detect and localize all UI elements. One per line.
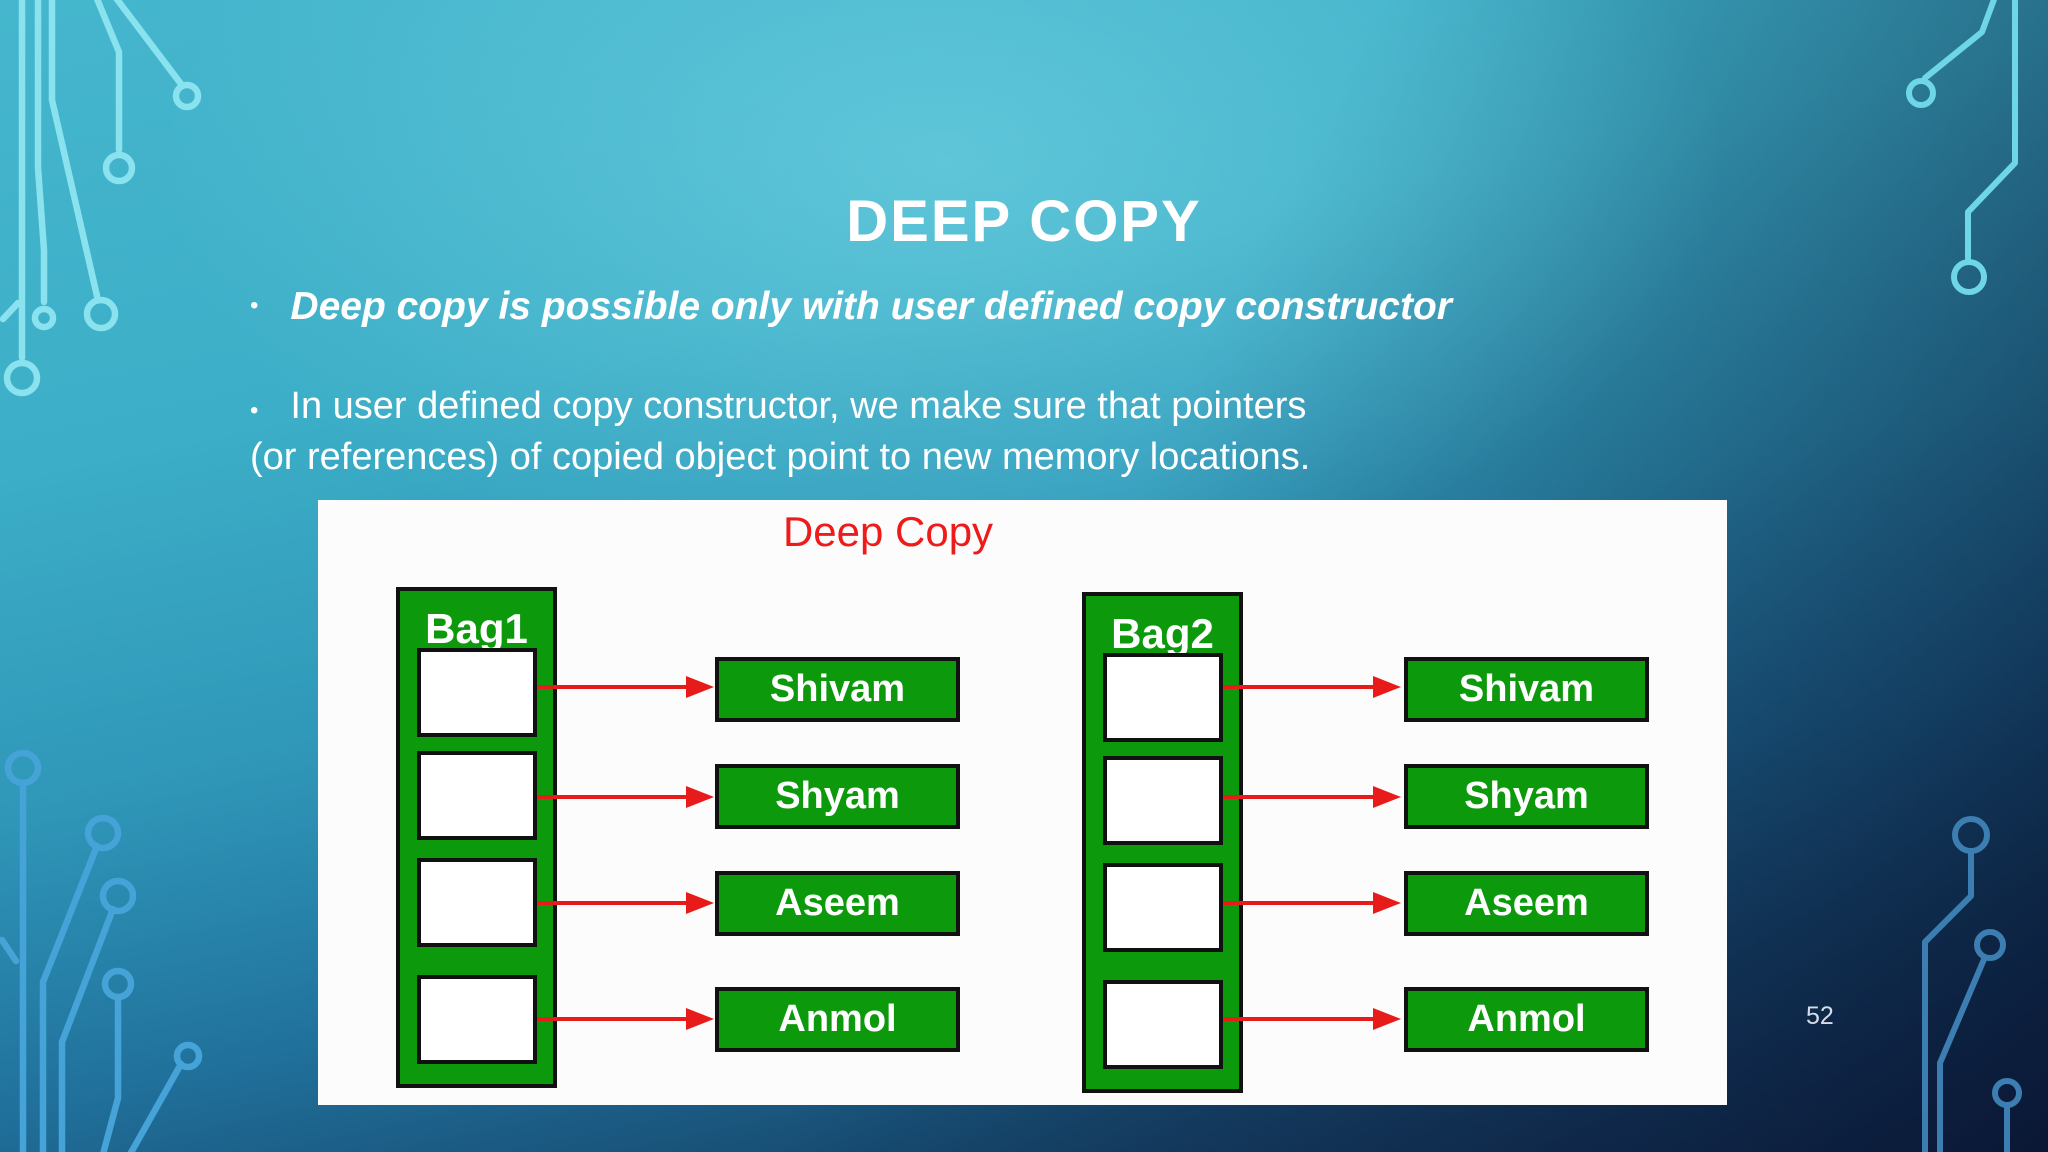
bag1-label: Bag1 <box>425 605 528 652</box>
bullet-2-text-line-1: In user defined copy constructor, we mak… <box>290 385 1307 427</box>
pointer-arrow <box>1223 676 1401 698</box>
pointer-arrow <box>537 892 714 914</box>
bag1-pointer-slot <box>417 858 537 947</box>
bag2-container: Bag2 <box>1082 592 1243 1093</box>
pointer-arrow <box>537 786 714 808</box>
bag1-pointer-slot <box>417 975 537 1064</box>
page-number: 52 <box>1806 1002 1834 1030</box>
pointer-arrows <box>537 676 1401 1030</box>
diagram-panel: Deep Copy Bag1 Bag2 <box>318 500 1727 1105</box>
diagram-title: Deep Copy <box>782 508 994 555</box>
slide-title: DEEP COPY <box>846 189 1202 254</box>
bullet-2-text-line-2: (or references) of copied object point t… <box>250 436 1311 478</box>
pointer-arrow <box>1223 892 1401 914</box>
pointer-arrow <box>1223 786 1401 808</box>
target-box: Shyam <box>1404 764 1649 829</box>
bullet-item-2: • In user defined copy constructor, we ma… <box>250 383 1310 481</box>
target-box: Anmol <box>1404 987 1649 1052</box>
target-box: Anmol <box>715 987 960 1052</box>
bag2-label: Bag2 <box>1111 610 1214 657</box>
pointer-arrow <box>537 1008 714 1030</box>
circuit-decoration-bottom-left <box>0 750 203 1152</box>
bullet-1-text: Deep copy is possible only with user def… <box>290 285 1452 328</box>
bag1-pointer-slot <box>417 648 537 737</box>
bag2-pointer-slot <box>1103 980 1223 1069</box>
target-box: Shivam <box>715 657 960 722</box>
target-box: Aseem <box>715 871 960 936</box>
bag2-pointer-slot <box>1103 653 1223 742</box>
circuit-decoration-top-right <box>1906 0 2018 295</box>
bag1-pointer-slot <box>417 751 537 840</box>
bag1-container: Bag1 <box>396 587 557 1088</box>
pointer-arrow <box>537 676 714 698</box>
bag2-pointer-slot <box>1103 756 1223 845</box>
bullet-marker: • <box>250 292 259 319</box>
circuit-decoration-bottom-right <box>1922 816 2022 1152</box>
bullet-item-1: • Deep copy is possible only with user de… <box>250 285 1452 329</box>
pointer-arrow <box>1223 1008 1401 1030</box>
target-box: Shivam <box>1404 657 1649 722</box>
bullet-2-line-1: • In user defined copy constructor, we ma… <box>250 383 1310 434</box>
bullet-marker: • <box>250 397 259 424</box>
target-box: Aseem <box>1404 871 1649 936</box>
bag2-pointer-slot <box>1103 863 1223 952</box>
target-box: Shyam <box>715 764 960 829</box>
